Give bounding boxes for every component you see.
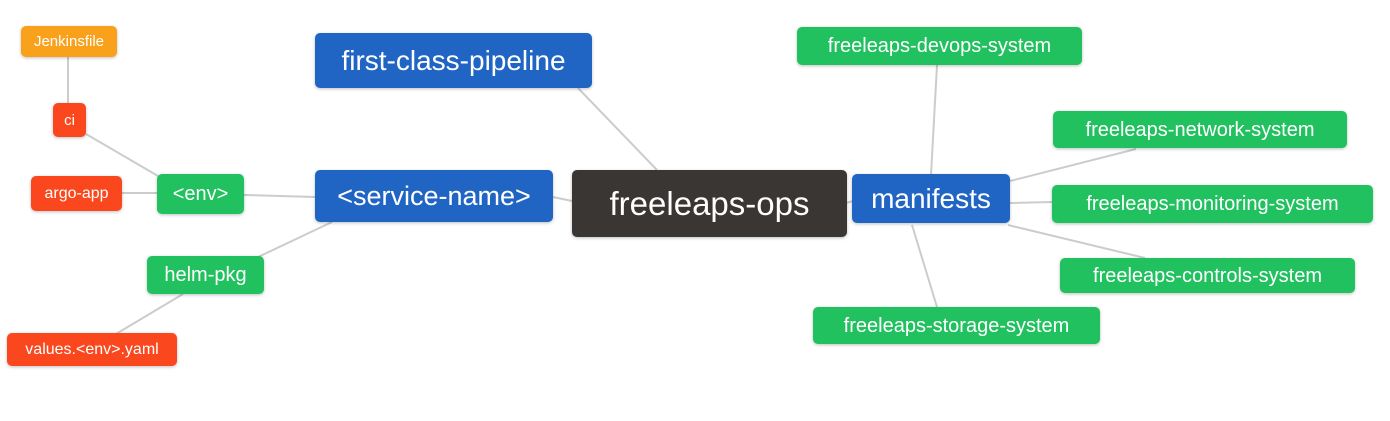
- edge-ci-to-env: [85, 133, 159, 177]
- edge-env-to-service-name: [243, 194, 316, 198]
- mindmap-node-freeleaps-network-system[interactable]: freeleaps-network-system: [1053, 111, 1347, 148]
- mindmap-node-freeleaps-controls-system[interactable]: freeleaps-controls-system: [1060, 258, 1355, 293]
- mindmap-node-values-env-yaml[interactable]: values.<env>.yaml: [7, 333, 177, 366]
- edge-freeleaps-ops-to-manifests: [845, 200, 854, 204]
- mindmap-node-argo-app[interactable]: argo-app: [31, 176, 122, 211]
- mindmap-node-first-class-pipeline[interactable]: first-class-pipeline: [315, 33, 592, 88]
- edge-manifests-to-freeleaps-network-system: [1009, 148, 1137, 182]
- mindmap-node-helm-pkg[interactable]: helm-pkg: [147, 256, 264, 294]
- mindmap-node-freeleaps-ops[interactable]: freeleaps-ops: [572, 170, 847, 237]
- edge-manifests-to-freeleaps-storage-system: [911, 224, 938, 308]
- mindmap-node-manifests[interactable]: manifests: [852, 174, 1010, 223]
- mindmap-node-freeleaps-monitoring-system[interactable]: freeleaps-monitoring-system: [1052, 185, 1373, 223]
- edge-manifests-to-freeleaps-controls-system: [1007, 224, 1146, 259]
- edge-freeleaps-devops-system-to-manifests: [930, 64, 938, 176]
- edge-service-name-to-helm-pkg: [255, 221, 333, 259]
- edge-service-name-to-freeleaps-ops: [552, 196, 573, 202]
- mindmap-node-freeleaps-storage-system[interactable]: freeleaps-storage-system: [813, 307, 1100, 344]
- mindmap-node-freeleaps-devops-system[interactable]: freeleaps-devops-system: [797, 27, 1082, 65]
- edge-first-class-pipeline-to-freeleaps-ops: [577, 87, 658, 171]
- mindmap-node-jenkinsfile[interactable]: Jenkinsfile: [21, 26, 117, 57]
- mindmap-node-ci[interactable]: ci: [53, 103, 86, 137]
- edge-manifests-to-freeleaps-monitoring-system: [1009, 201, 1053, 204]
- mindmap-node-env[interactable]: <env>: [157, 174, 244, 214]
- mindmap-node-service-name[interactable]: <service-name>: [315, 170, 553, 222]
- edge-helm-pkg-to-values-env-yaml: [115, 293, 184, 335]
